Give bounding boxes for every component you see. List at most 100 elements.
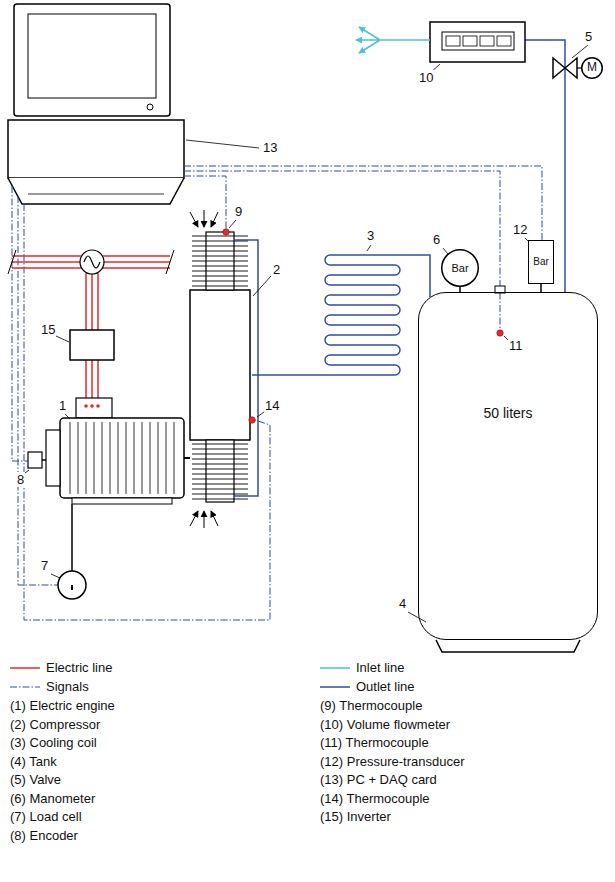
air-arrow	[190, 212, 198, 227]
inlet-line	[380, 39, 430, 41]
air-arrow	[211, 511, 218, 526]
compressor-body	[190, 290, 250, 440]
thermocouple-dot	[249, 417, 255, 423]
terminal-box	[76, 398, 112, 418]
leader-line	[443, 248, 448, 254]
transducer-box: Bar	[528, 240, 554, 284]
ac-source-symbol	[80, 250, 104, 274]
tank-base	[436, 640, 580, 652]
legend-item: (5) Valve	[10, 772, 61, 787]
callout-number: 4	[398, 596, 407, 611]
legend-text: Outlet line	[356, 679, 415, 694]
callout-number: 1	[58, 398, 67, 413]
callout-number: 9	[234, 204, 243, 219]
leader-line	[186, 140, 259, 148]
inlet-arrow	[359, 40, 380, 53]
legend-item: (12) Pressure-transducer	[320, 754, 465, 769]
air-arrow	[204, 511, 205, 528]
legend-item: (4) Tank	[10, 754, 57, 769]
manometer-dial: Bar	[441, 249, 479, 287]
callout-number: 15	[40, 322, 56, 337]
callout-number: 13	[262, 140, 278, 155]
leader-line	[56, 336, 69, 342]
electric-line	[86, 273, 98, 330]
outlet-pipe	[525, 40, 565, 293]
node-text: 50 liters	[483, 405, 532, 421]
display-digit	[463, 36, 477, 46]
callout-number: 10	[418, 70, 434, 85]
signal-line	[24, 204, 270, 620]
legend-item: (15) Inverter	[320, 809, 391, 824]
leader-line	[65, 414, 70, 419]
sine-symbol	[84, 256, 100, 268]
signal-line	[184, 176, 226, 229]
keyboard-detail	[28, 194, 164, 195]
load-arm	[71, 504, 73, 571]
legend-sample	[320, 667, 350, 669]
motor-fins	[70, 422, 174, 494]
line-tick	[8, 250, 174, 274]
callout-number: 6	[432, 232, 441, 247]
callout-number: 3	[366, 228, 375, 243]
air-arrow	[204, 210, 205, 227]
legend-sample	[320, 686, 350, 688]
load-cell-symbol	[58, 571, 86, 599]
leader-line	[408, 612, 426, 622]
callout-number: 2	[272, 262, 281, 277]
motor-end-cap	[46, 430, 60, 486]
inlet-arrow	[359, 27, 380, 40]
legend-sample	[10, 667, 40, 669]
callout-number: 5	[584, 29, 593, 44]
leader-line	[572, 45, 588, 58]
terminal-dot	[96, 404, 100, 408]
legend-item: (2) Compressor	[10, 717, 100, 732]
leader-line	[367, 245, 371, 251]
legend-text: Signals	[46, 679, 89, 694]
actuator-circle: M	[581, 57, 603, 79]
legend-item: (14) Thermocouple	[320, 791, 430, 806]
flowmeter-box	[430, 22, 525, 62]
air-arrow	[211, 212, 218, 227]
display-digit	[497, 36, 511, 46]
flowmeter-display	[442, 32, 514, 50]
inlet-arrow	[356, 39, 380, 41]
callout-number: 11	[508, 338, 524, 353]
coupling	[184, 457, 190, 459]
legend-item: (9) Thermocouple	[320, 698, 422, 713]
electric-line	[86, 360, 98, 398]
legend-text: Electric line	[46, 660, 112, 675]
callout-number: 8	[16, 472, 25, 487]
leader-line	[257, 412, 264, 417]
leader-line	[253, 276, 271, 296]
terminal-dot	[84, 404, 88, 408]
keyboard	[8, 178, 184, 204]
signal-line	[12, 186, 28, 461]
callout-number: 12	[512, 222, 528, 237]
valve-symbol	[553, 58, 577, 78]
outlet-pipe	[234, 240, 258, 375]
motor-body	[60, 418, 184, 498]
cooling-fins	[192, 444, 248, 499]
pc-case	[8, 120, 184, 178]
load-cell-detail	[71, 585, 73, 590]
legend-item: (7) Load cell	[10, 809, 82, 824]
motor-foot	[72, 498, 172, 504]
monitor-screen	[28, 14, 156, 98]
legend-item: (10) Volume flowmeter	[320, 717, 450, 732]
legend-text: Inlet line	[356, 660, 404, 675]
circle-outline	[442, 250, 479, 287]
actuator-link	[577, 67, 581, 68]
legend-item: (11) Thermocouple	[320, 735, 429, 750]
signal-line	[184, 166, 542, 240]
circle-outline	[582, 58, 603, 79]
thermocouple-dot	[223, 229, 229, 235]
leader-line	[229, 220, 236, 228]
display-digit	[480, 36, 494, 46]
display-digit	[446, 36, 460, 46]
callout-number: 7	[40, 558, 49, 573]
monitor-button	[147, 104, 153, 110]
thermocouple-dot	[497, 330, 503, 336]
inverter-box	[70, 330, 114, 360]
leader-line	[25, 470, 29, 473]
legend-sample	[10, 687, 40, 688]
